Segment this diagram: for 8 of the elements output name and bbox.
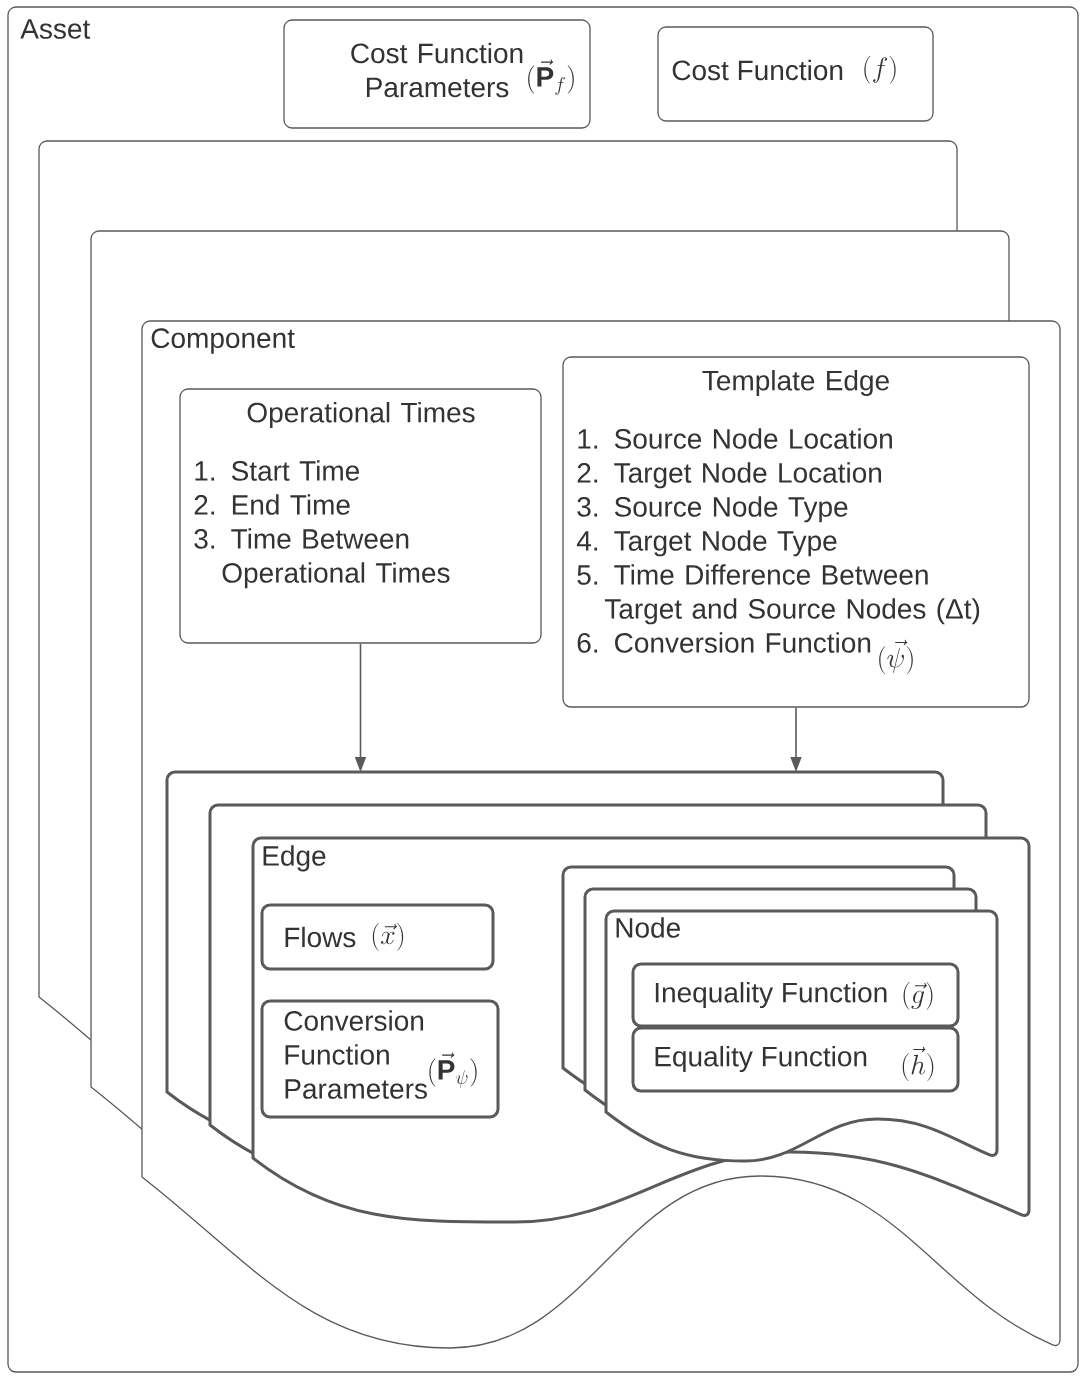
- text-box: Flows $(\vec{x})$: [260, 903, 495, 971]
- list-box: Template Edge 1. Source Node Location 2. Target Node Location 3. Source Node Type 4. Target Node Type 5. Time Difference Between Target and Source Nodes (Δt) 6. Conversion Function $(\vec{\psi})$: [562, 356, 1030, 708]
- text-box: Cost Function Parameters $(\vec{\mathbf{P}}_{f})$: [283, 19, 591, 129]
- text-box: Inequality Function $(\vec{g})$: [631, 962, 960, 1028]
- text-box: Cost Function $(f)$: [657, 26, 934, 122]
- text-box: Conversion Function Parameters$(\vec{\mathbf{P}}_{\psi})$: [260, 999, 500, 1119]
- text-box: Equality Function $(\vec{h})$: [631, 1026, 960, 1093]
- list-box: Operational Times 1. Start Time 2. End Time 3. Time Between Operational Times: [179, 388, 542, 644]
